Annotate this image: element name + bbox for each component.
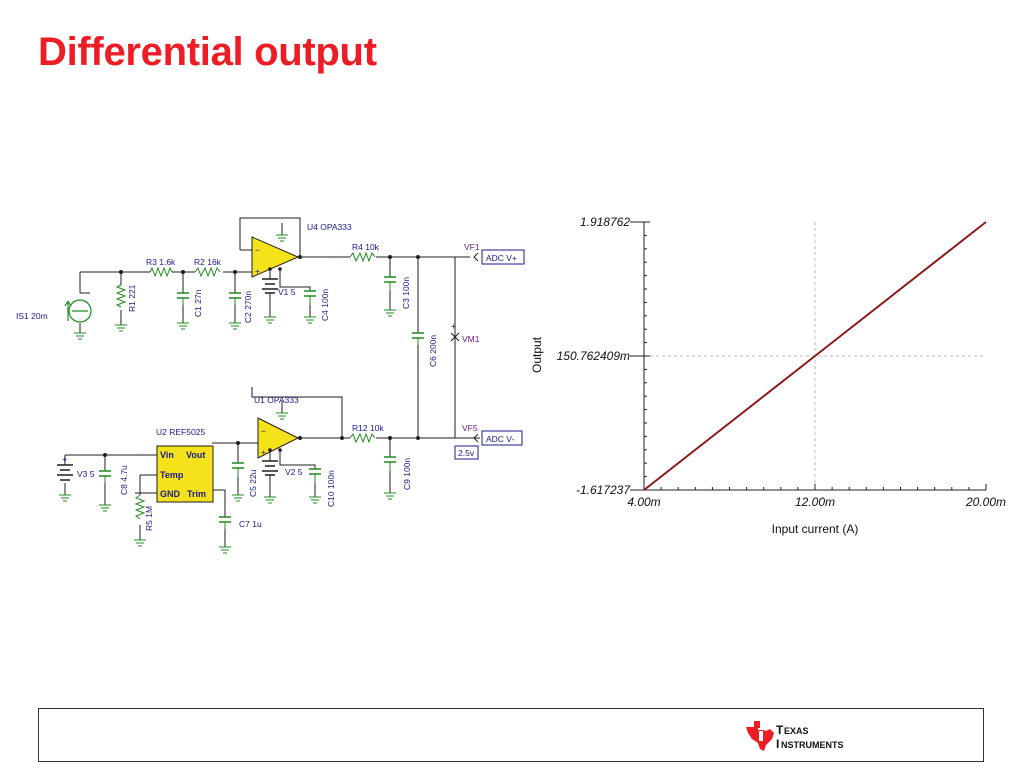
label-vm1: VM1 [462,334,480,344]
output-vs-current-chart: 4.00m 12.00m 20.00m 1.918762 150.762409m -1.6… [530,215,1006,536]
opamp-u4 [251,236,300,278]
circuit-schematic: − + − + Vin Vout Temp GND Trim + ADC V+ … [16,217,525,554]
u1-minus-pin: − [261,426,266,436]
y-tick-label: 1.918762 [580,215,630,229]
label-v2: V2 5 [285,467,303,477]
label-r5: R5 1M [144,506,154,531]
chart-ticks: 4.00m 12.00m 20.00m 1.918762 150.762409m -1.6… [557,215,1006,509]
label-c7: C7 1u [239,519,262,529]
adc-pos-label: ADC V+ [486,253,517,263]
vm1-plus: + [451,321,456,331]
x-tick-label: 4.00m [627,495,660,509]
label-u4: U4 OPA333 [307,222,352,232]
adc-neg-label: ADC V- [486,434,515,444]
x-tick-label: 12.00m [795,495,835,509]
pin-vin: Vin [160,450,174,460]
label-vf1: VF1 [464,242,480,252]
logo-line1-rest: EXAS [784,726,809,736]
label-v3: V3 5 [77,469,95,479]
footer-bar [38,708,984,762]
u4-minus-pin: − [255,245,260,255]
label-c8: C8 4.7u [119,465,129,495]
label-c9: C9 100n [402,458,412,490]
output-series-line [643,221,987,491]
label-c2: C2 270n [243,291,253,323]
label-r12: R12 10k [352,423,384,433]
logo-line2-cap: I [776,737,779,751]
label-u2: U2 REF5025 [156,427,205,437]
x-tick-label: 20.00m [965,495,1006,509]
label-v1: V1 5 [278,287,296,297]
logo-line1-cap: T [776,723,784,737]
label-u1: U1 OPA333 [254,395,299,405]
label-c3: C3 100n [401,277,411,309]
label-c5: C5 22u [248,469,258,497]
ref-voltage-label: 2.5v [458,448,475,458]
label-is1: IS1 20m [16,311,48,321]
label-r4: R4 10k [352,242,380,252]
slide-title: Differential output [38,30,377,74]
y-tick-label: -1.617237 [576,483,631,497]
label-c4: C4 100n [320,289,330,321]
pin-trim: Trim [187,489,206,499]
chart-series [643,221,987,491]
label-r3: R3 1.6k [146,257,176,267]
v3-plus: + [62,454,67,464]
u4-plus-pin: + [255,266,260,276]
label-r1: R1 221 [127,284,137,312]
x-axis-label: Input current (A) [772,522,859,536]
y-axis-label: Output [530,336,544,373]
texas-instruments-logo: T EXAS I NSTRUMENTS [746,721,844,751]
label-r2: R2 16k [194,257,222,267]
y-tick-label: 150.762409m [557,349,630,363]
pin-gnd: GND [160,489,181,499]
adc-pos-box [481,249,525,265]
pin-temp: Temp [160,470,184,480]
ref5025-chip [156,445,214,503]
ref-voltage-box [454,445,479,460]
adc-neg-box [481,430,523,446]
label-c1: C1 27n [193,289,203,317]
label-c6: C6 200n [428,335,438,367]
logo-line2-rest: NSTRUMENTS [781,740,844,750]
u1-plus-pin: + [261,447,266,457]
label-vf5: VF5 [462,423,478,433]
label-c10: C10 100n [326,470,336,507]
pin-vout: Vout [186,450,205,460]
opamp-u1 [257,417,300,459]
